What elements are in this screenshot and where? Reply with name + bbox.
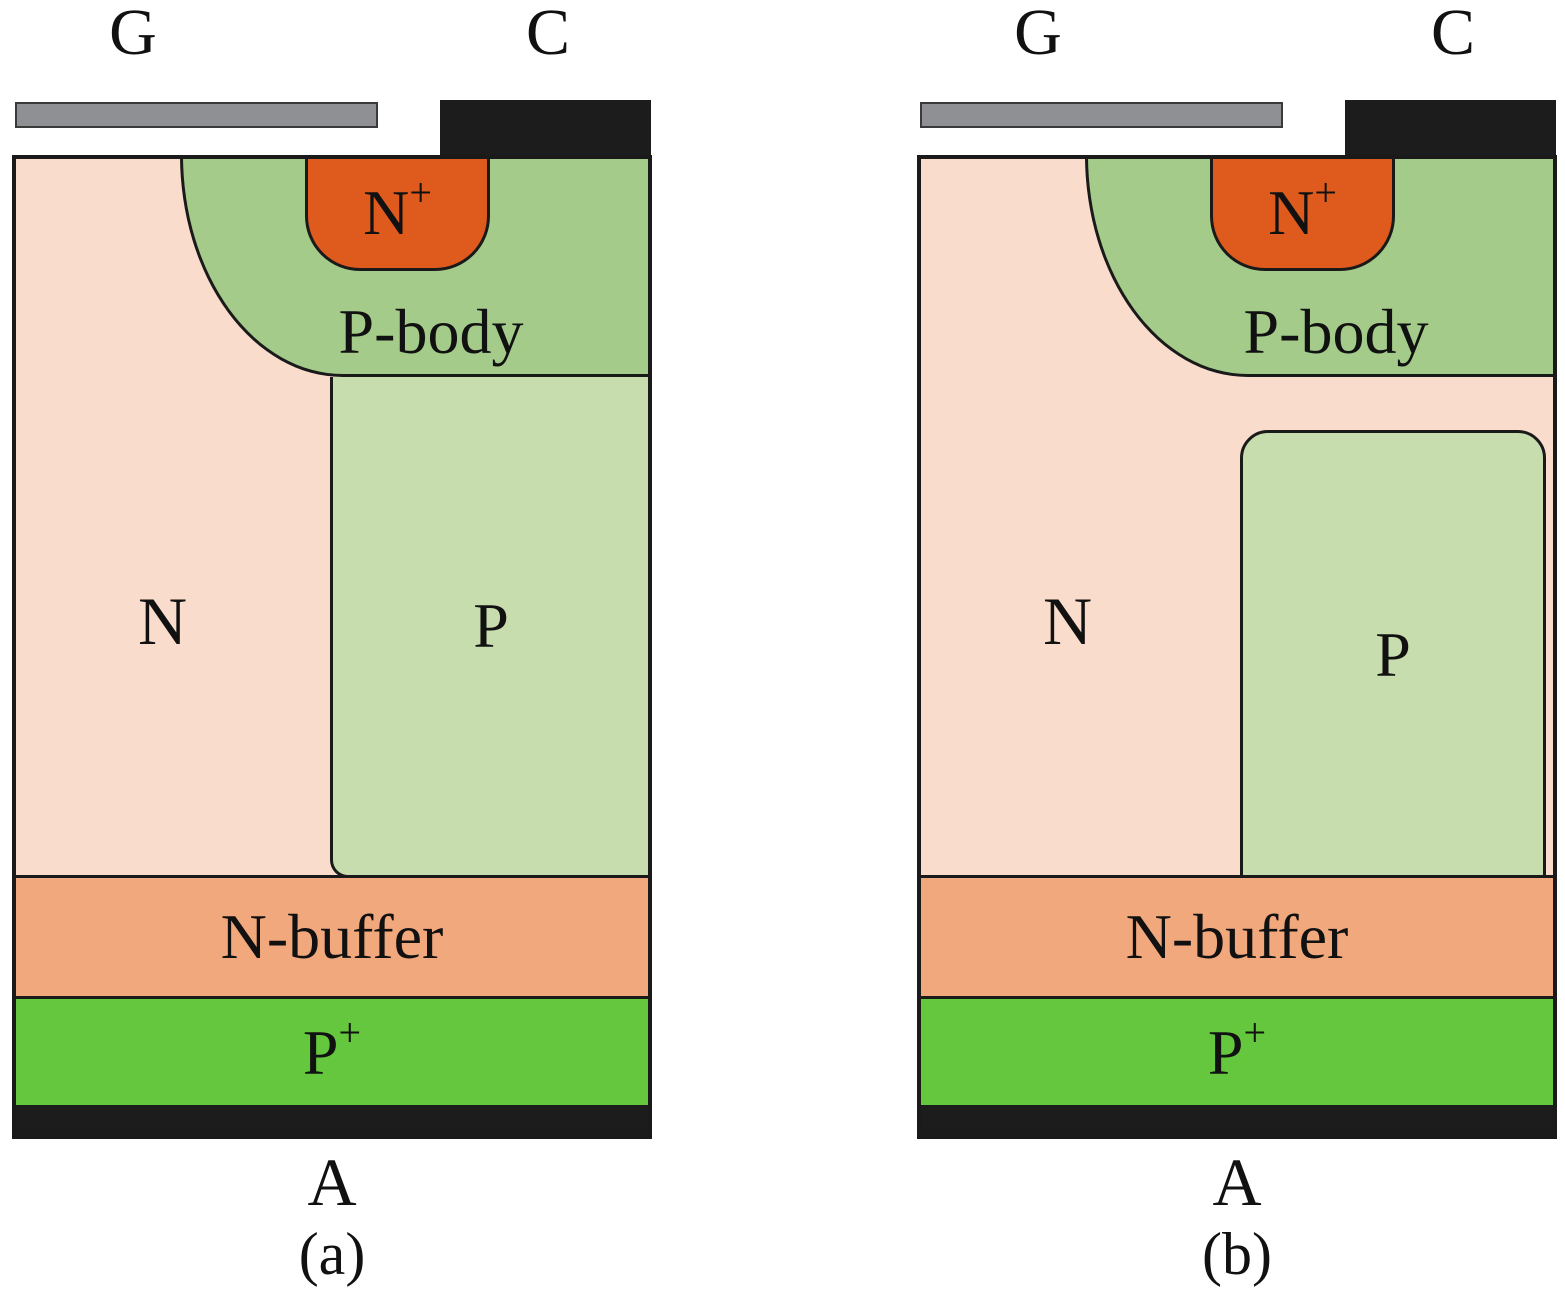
anode-terminal-label: A <box>307 1144 357 1220</box>
p-plus-label-sup: + <box>1243 1010 1267 1055</box>
p-plus-region: P+ <box>921 999 1553 1107</box>
gate-terminal-label: G <box>109 0 157 69</box>
n-plus-label: N+ <box>1268 173 1337 245</box>
gate-electrode <box>920 102 1283 128</box>
diagram-a: G C P-body N+ P N N-buffer P+ A (a) <box>0 0 660 1293</box>
anode-electrode <box>16 1105 648 1135</box>
n-plus-label-sup: + <box>409 170 432 215</box>
p-plus-label: P+ <box>303 1013 361 1085</box>
p-body-label: P-body <box>1243 296 1429 367</box>
n-buffer-label: N-buffer <box>220 901 444 972</box>
subfigure-caption-a: (a) <box>298 1221 366 1287</box>
anode-terminal-label: A <box>1212 1144 1262 1220</box>
p-region-label: P <box>473 590 509 661</box>
cathode-electrode <box>1345 100 1556 158</box>
gate-electrode <box>15 102 378 128</box>
p-region: P <box>1240 430 1546 879</box>
diagram-b: G C P-body N+ P N N-buffer P+ A (b) <box>905 0 1565 1293</box>
n-plus-region: N+ <box>305 159 490 271</box>
p-plus-label-sup: + <box>338 1010 362 1055</box>
n-buffer-label: N-buffer <box>1125 901 1349 972</box>
p-region-label: P <box>1375 618 1411 690</box>
n-plus-label-base: N <box>363 177 410 248</box>
p-plus-label-base: P <box>302 1017 339 1088</box>
n-plus-region: N+ <box>1210 159 1395 271</box>
device-cross-section: P-body N+ P N N-buffer P+ <box>12 155 652 1139</box>
p-plus-region: P+ <box>16 999 648 1107</box>
cathode-electrode <box>440 100 651 158</box>
n-drift-label: N <box>138 583 188 659</box>
n-buffer-region: N-buffer <box>921 875 1553 999</box>
p-plus-label-base: P <box>1207 1017 1244 1088</box>
n-drift-label: N <box>1043 583 1093 659</box>
n-buffer-region: N-buffer <box>16 875 648 999</box>
p-body-label: P-body <box>338 296 524 367</box>
p-plus-label: P+ <box>1208 1013 1266 1085</box>
anode-electrode <box>921 1105 1553 1135</box>
cathode-terminal-label: C <box>525 0 571 69</box>
subfigure-caption-b: (b) <box>1202 1221 1272 1287</box>
cathode-terminal-label: C <box>1430 0 1476 69</box>
n-plus-label-base: N <box>1268 177 1315 248</box>
p-region: P <box>330 377 648 878</box>
device-cross-section: P-body N+ P N N-buffer P+ <box>917 155 1557 1139</box>
n-plus-label-sup: + <box>1314 170 1337 215</box>
gate-terminal-label: G <box>1014 0 1062 69</box>
n-plus-label: N+ <box>363 173 432 245</box>
